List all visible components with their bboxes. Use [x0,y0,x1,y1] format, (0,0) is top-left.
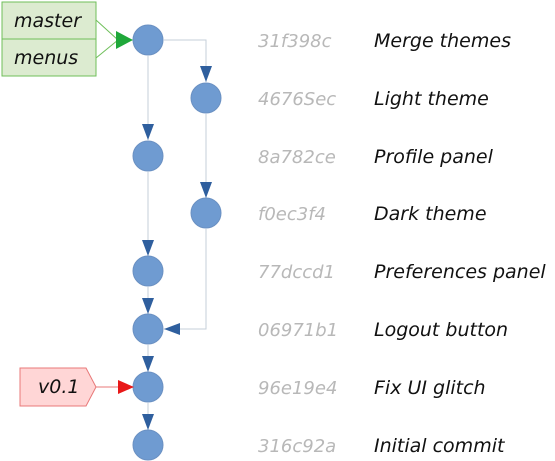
edge-line [164,39,207,82]
commit-messages: Merge themes Light theme Profile panel D… [374,30,546,457]
branch-label-menus-box[interactable] [1,38,97,77]
branch-label-menus[interactable]: menus [14,47,78,69]
commit-hash[interactable]: 06971b1 [258,320,338,341]
arrowhead-icon [142,240,154,256]
branch-connector [95,39,119,59]
commit-hash[interactable]: 77dccd1 [258,262,335,283]
commit-hash[interactable]: 96e19e4 [258,378,337,399]
commit-hash[interactable]: 8a782ce [258,147,336,168]
commit-message[interactable]: Profile panel [374,146,494,168]
commit-node[interactable] [132,313,164,345]
commit-nodes [132,24,222,461]
commit-message[interactable]: Fix UI glitch [374,377,486,399]
commit-message[interactable]: Initial commit [374,435,506,457]
commit-node[interactable] [190,197,222,229]
commit-hash[interactable]: f0ec3f4 [258,204,326,225]
commit-message[interactable]: Dark theme [374,203,487,225]
commit-hash[interactable]: 4676Sec [258,89,336,110]
arrowhead-icon [142,356,154,372]
arrowhead-icon [142,124,154,140]
branch-connector [95,19,119,41]
commit-node[interactable] [132,24,164,56]
commit-message[interactable]: Light theme [374,88,489,110]
arrowhead-icon [142,298,154,314]
branch-label-master-box[interactable] [1,1,97,40]
commit-node[interactable] [132,140,164,172]
branch-arrow-icon [116,31,133,49]
arrowhead-icon [200,182,212,198]
commit-node[interactable] [132,371,164,403]
tag-arrow-icon [118,380,134,394]
commit-hash[interactable]: 31f398c [258,31,332,52]
commit-message[interactable]: Preferences panel [374,261,546,283]
commit-hashes: 31f398c 4676Sec 8a782ce f0ec3f4 77dccd1 … [258,31,338,457]
branch-label-master[interactable]: master [14,10,82,32]
branch-labels: master menus [1,1,133,77]
arrowhead-icon [142,414,154,430]
commit-node[interactable] [190,82,222,114]
commit-node[interactable] [132,255,164,287]
commit-node[interactable] [132,429,164,461]
edge-line [164,229,207,330]
arrowhead-icon [200,66,212,82]
commit-message[interactable]: Merge themes [374,30,511,52]
commit-message[interactable]: Logout button [374,319,508,341]
tag-label-box[interactable] [19,367,97,407]
commit-hash[interactable]: 316c92a [258,436,336,457]
arrowhead-icon [164,323,180,335]
tag-label[interactable]: v0.1 [38,376,79,398]
tag-label-group: v0.1 [19,367,134,407]
graph-arrowheads [142,66,212,430]
